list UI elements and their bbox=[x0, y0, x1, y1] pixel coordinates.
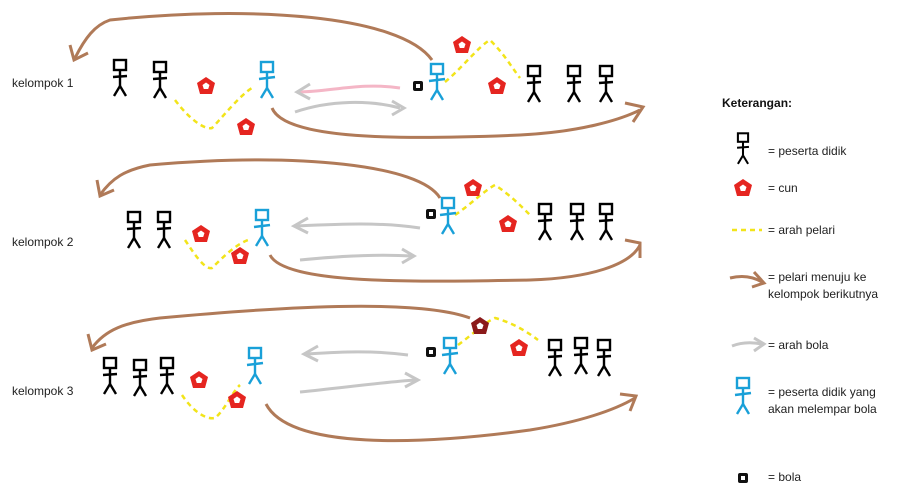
legend-next-group-text: = pelari menuju ke kelompok berikutnya bbox=[768, 270, 879, 301]
ball-direction-icon bbox=[731, 341, 763, 348]
thrower-icon bbox=[438, 196, 458, 236]
ball-direction-arrow bbox=[305, 350, 409, 357]
ball-direction-arrowhead bbox=[300, 344, 319, 363]
thrower-icon bbox=[427, 62, 447, 102]
group-3-label: kelompok 3 bbox=[12, 384, 74, 398]
group-2-label: kelompok 2 bbox=[12, 235, 74, 249]
cone-icon bbox=[192, 225, 210, 242]
group-1 bbox=[68, 12, 646, 139]
cone-icon bbox=[231, 247, 249, 264]
cone-icon bbox=[734, 179, 752, 196]
ball-direction-arrowhead bbox=[753, 336, 767, 353]
ball-direction-arrowhead bbox=[404, 371, 422, 389]
student-icon bbox=[131, 358, 149, 398]
ball-direction-arrow bbox=[295, 222, 421, 230]
ball-direction-arrowhead bbox=[290, 216, 309, 235]
ball-direction-arrow bbox=[294, 100, 401, 114]
student-icon bbox=[536, 202, 554, 242]
cone-icon bbox=[510, 339, 528, 356]
ball-direction-arrowhead bbox=[391, 99, 407, 117]
thrower-icon bbox=[733, 376, 753, 416]
cone-icon bbox=[237, 118, 255, 135]
student-icon bbox=[568, 202, 586, 242]
group-2 bbox=[95, 158, 642, 283]
cone-icon bbox=[453, 36, 471, 53]
next-group-arc-bottom bbox=[270, 107, 641, 139]
ball-icon bbox=[426, 209, 436, 219]
ball-direction-arrow bbox=[297, 84, 401, 94]
runner-path bbox=[180, 384, 241, 420]
next-group-arrowhead bbox=[624, 101, 646, 123]
legend-cone-text: = cun bbox=[768, 181, 798, 195]
runner-path bbox=[454, 183, 531, 217]
runner-path bbox=[444, 38, 521, 83]
group-1-label: kelompok 1 bbox=[12, 76, 74, 90]
runner-next-group-arrowhead bbox=[751, 270, 767, 289]
thrower-icon bbox=[245, 346, 265, 386]
ball-direction-arrowhead bbox=[293, 82, 311, 101]
thrower-icon bbox=[252, 208, 272, 248]
student-icon bbox=[597, 64, 615, 104]
ball-icon bbox=[413, 81, 423, 91]
student-icon bbox=[151, 60, 169, 100]
runner-next-group-icon bbox=[729, 274, 763, 284]
next-group-arrowhead bbox=[624, 238, 642, 258]
ball-icon bbox=[738, 473, 748, 483]
student-icon bbox=[525, 64, 543, 104]
legend-title: Keterangan: bbox=[722, 96, 793, 110]
ball-icon bbox=[426, 347, 436, 357]
legend-ball-direction-text: = arah bola bbox=[768, 338, 829, 352]
cone-icon bbox=[499, 215, 517, 232]
student-icon bbox=[125, 210, 143, 250]
ball-direction-arrowhead bbox=[401, 247, 417, 265]
runner-path bbox=[183, 238, 249, 270]
runner-path bbox=[457, 316, 539, 347]
legend-ball-text: = bola bbox=[768, 470, 802, 484]
next-group-arc-bottom bbox=[268, 244, 642, 283]
legend-runner-path-text: = arah pelari bbox=[768, 223, 836, 237]
legend-thrower-text: = peserta didik yang akan melempar bola bbox=[768, 385, 877, 416]
next-group-arrowhead bbox=[95, 179, 115, 199]
cone-icon bbox=[228, 391, 246, 408]
student-icon bbox=[158, 356, 176, 396]
next-group-arrowhead bbox=[619, 392, 639, 412]
runner-path bbox=[174, 86, 253, 130]
thrower-icon bbox=[440, 336, 460, 376]
cone-icon bbox=[197, 77, 215, 94]
next-group-arc-top bbox=[90, 304, 471, 349]
cone-icon bbox=[488, 77, 506, 94]
student-icon bbox=[101, 356, 119, 396]
thrower-icon bbox=[257, 60, 277, 100]
cone-icon bbox=[190, 371, 208, 388]
student-icon bbox=[572, 336, 590, 376]
next-group-arrowhead bbox=[86, 333, 107, 353]
student-icon bbox=[111, 58, 129, 98]
next-group-arc-bottom bbox=[264, 396, 636, 443]
group-3 bbox=[86, 304, 639, 443]
student-icon bbox=[546, 338, 564, 378]
legend-student-text: = peserta didik bbox=[768, 144, 847, 158]
student-icon bbox=[736, 132, 750, 165]
ball-direction-arrow bbox=[299, 378, 416, 394]
next-group-arc-top bbox=[73, 12, 434, 61]
student-icon bbox=[565, 64, 583, 104]
next-group-arrowhead bbox=[68, 44, 89, 63]
cone-icon bbox=[464, 179, 482, 196]
next-group-arc-top bbox=[98, 158, 442, 199]
ball-direction-arrow bbox=[299, 253, 413, 262]
student-icon bbox=[597, 202, 615, 242]
student-icon bbox=[595, 338, 613, 378]
student-icon bbox=[155, 210, 173, 250]
legend bbox=[729, 132, 767, 483]
cone-icon bbox=[471, 317, 489, 334]
